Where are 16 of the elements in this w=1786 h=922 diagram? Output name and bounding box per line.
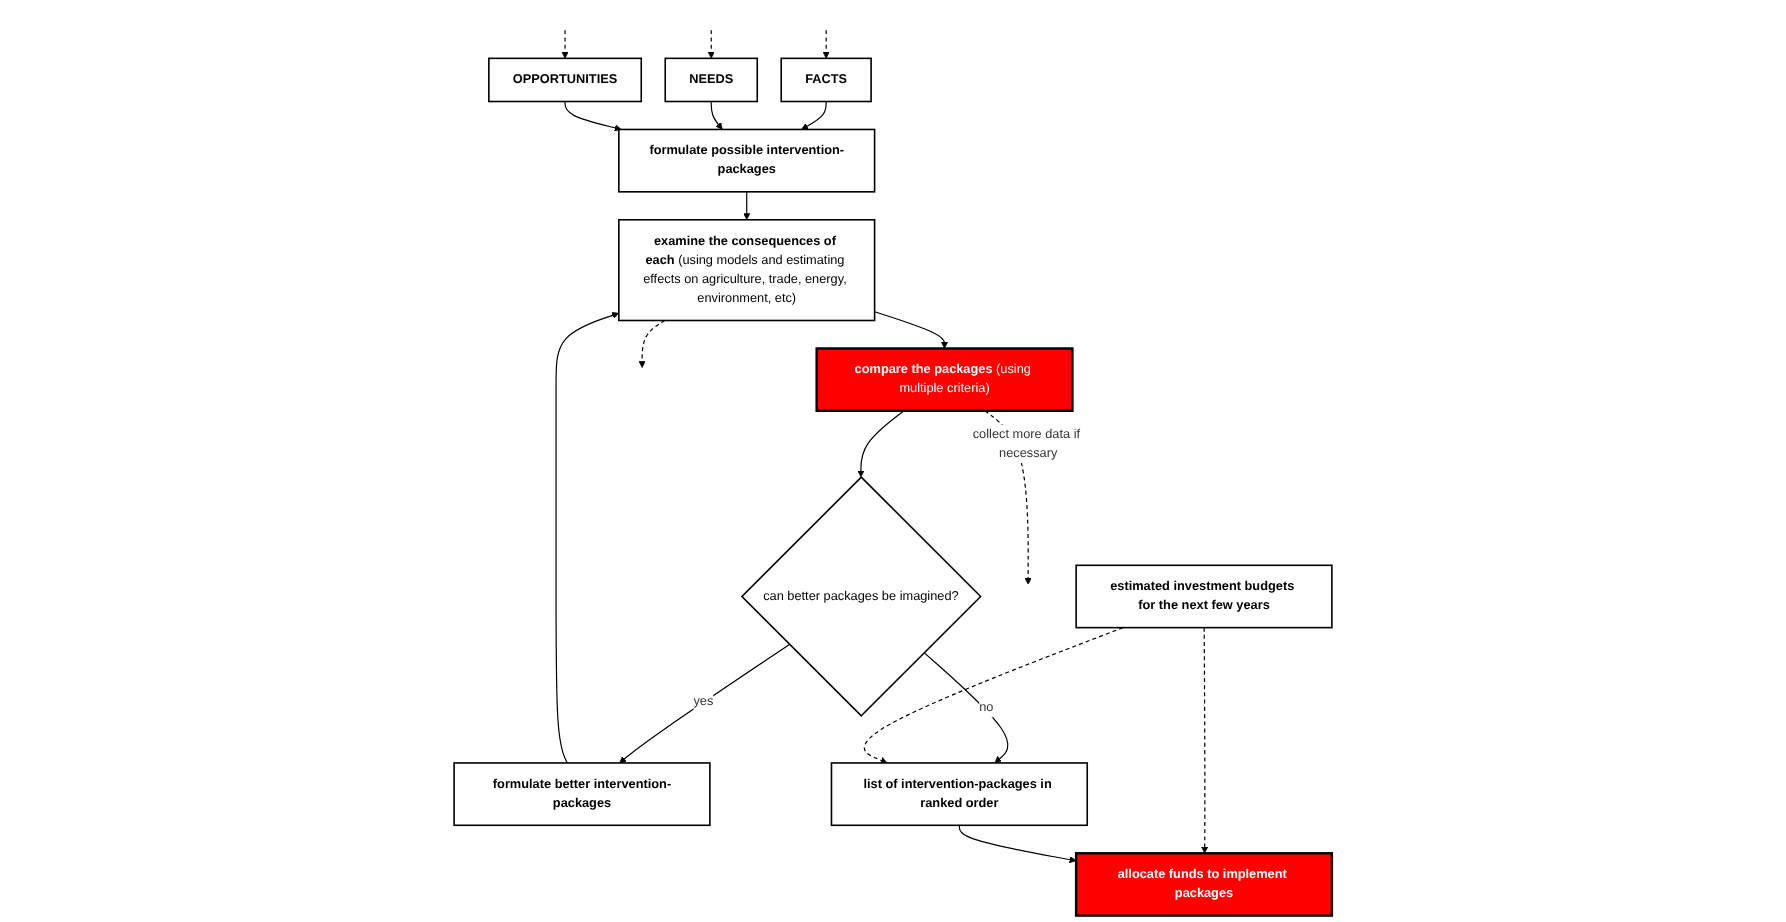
arrow	[561, 29, 569, 59]
arrow	[564, 100, 622, 132]
arrow	[555, 312, 620, 764]
arrow	[638, 319, 666, 368]
arrow	[707, 29, 715, 59]
arrow	[923, 652, 1009, 764]
arrow	[857, 410, 905, 478]
arrow	[1201, 627, 1209, 854]
arrow	[863, 627, 1124, 764]
arrow	[958, 824, 1077, 864]
arrow	[874, 311, 949, 349]
arrow	[619, 643, 791, 764]
arrow	[710, 100, 723, 130]
arrow	[801, 100, 827, 130]
arrow	[822, 29, 830, 59]
arrow	[743, 191, 751, 221]
